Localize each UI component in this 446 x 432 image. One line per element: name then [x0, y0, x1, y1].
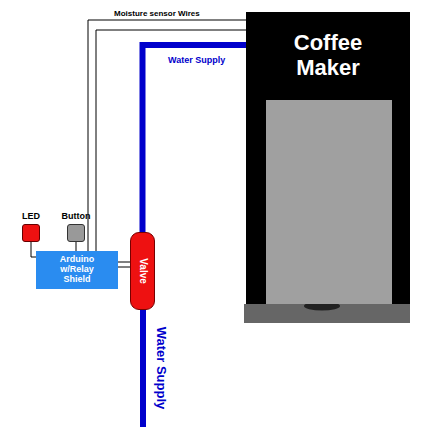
arduino-relay-box: Arduino w/Relay Shield [36, 251, 118, 289]
carafe-area [266, 100, 392, 304]
node-text: LED [22, 211, 40, 221]
led: LED [22, 224, 40, 242]
wire-path [143, 45, 247, 232]
relay-wires [118, 262, 130, 267]
wire-label: Moisture sensor Wires [114, 9, 200, 18]
button: Button [67, 224, 85, 242]
wire-path [118, 262, 130, 263]
pipe-label: Water Supply [154, 327, 169, 410]
moisture-wires [88, 20, 246, 251]
wire-path [88, 20, 246, 251]
node-text: Valve [137, 258, 148, 284]
water-pipe [143, 45, 247, 232]
wire-path [76, 242, 77, 251]
wire-path [118, 267, 130, 268]
edge-label: Water Supply [168, 55, 225, 65]
water-pipe [140, 308, 146, 427]
button-wire [76, 242, 77, 251]
node-text: Coffee Maker [273, 30, 383, 81]
wire-path [96, 30, 246, 251]
valve: Valve [130, 232, 155, 310]
node-text: Button [62, 211, 91, 221]
coffee-maker: Coffee Maker [246, 12, 410, 304]
node-text: Arduino w/Relay Shield [52, 255, 102, 285]
